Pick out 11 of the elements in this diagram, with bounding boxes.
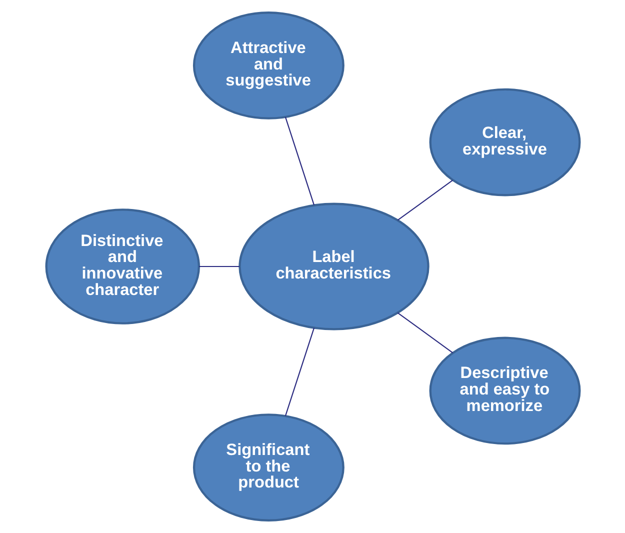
connector	[284, 328, 314, 416]
node-ellipse: Distinctive and innovative character	[44, 208, 200, 324]
node-ellipse: Descriptive and easy to memorize	[428, 336, 580, 445]
node-ellipse: Attractive and suggestive	[192, 12, 344, 120]
connector	[396, 312, 453, 354]
connector	[284, 116, 314, 206]
connector	[198, 266, 239, 268]
node-ellipse: Clear, expressive	[428, 88, 580, 196]
node-ellipse: Label characteristics	[238, 202, 429, 330]
connector	[396, 180, 453, 221]
node-ellipse: Significant to the product	[192, 414, 344, 522]
